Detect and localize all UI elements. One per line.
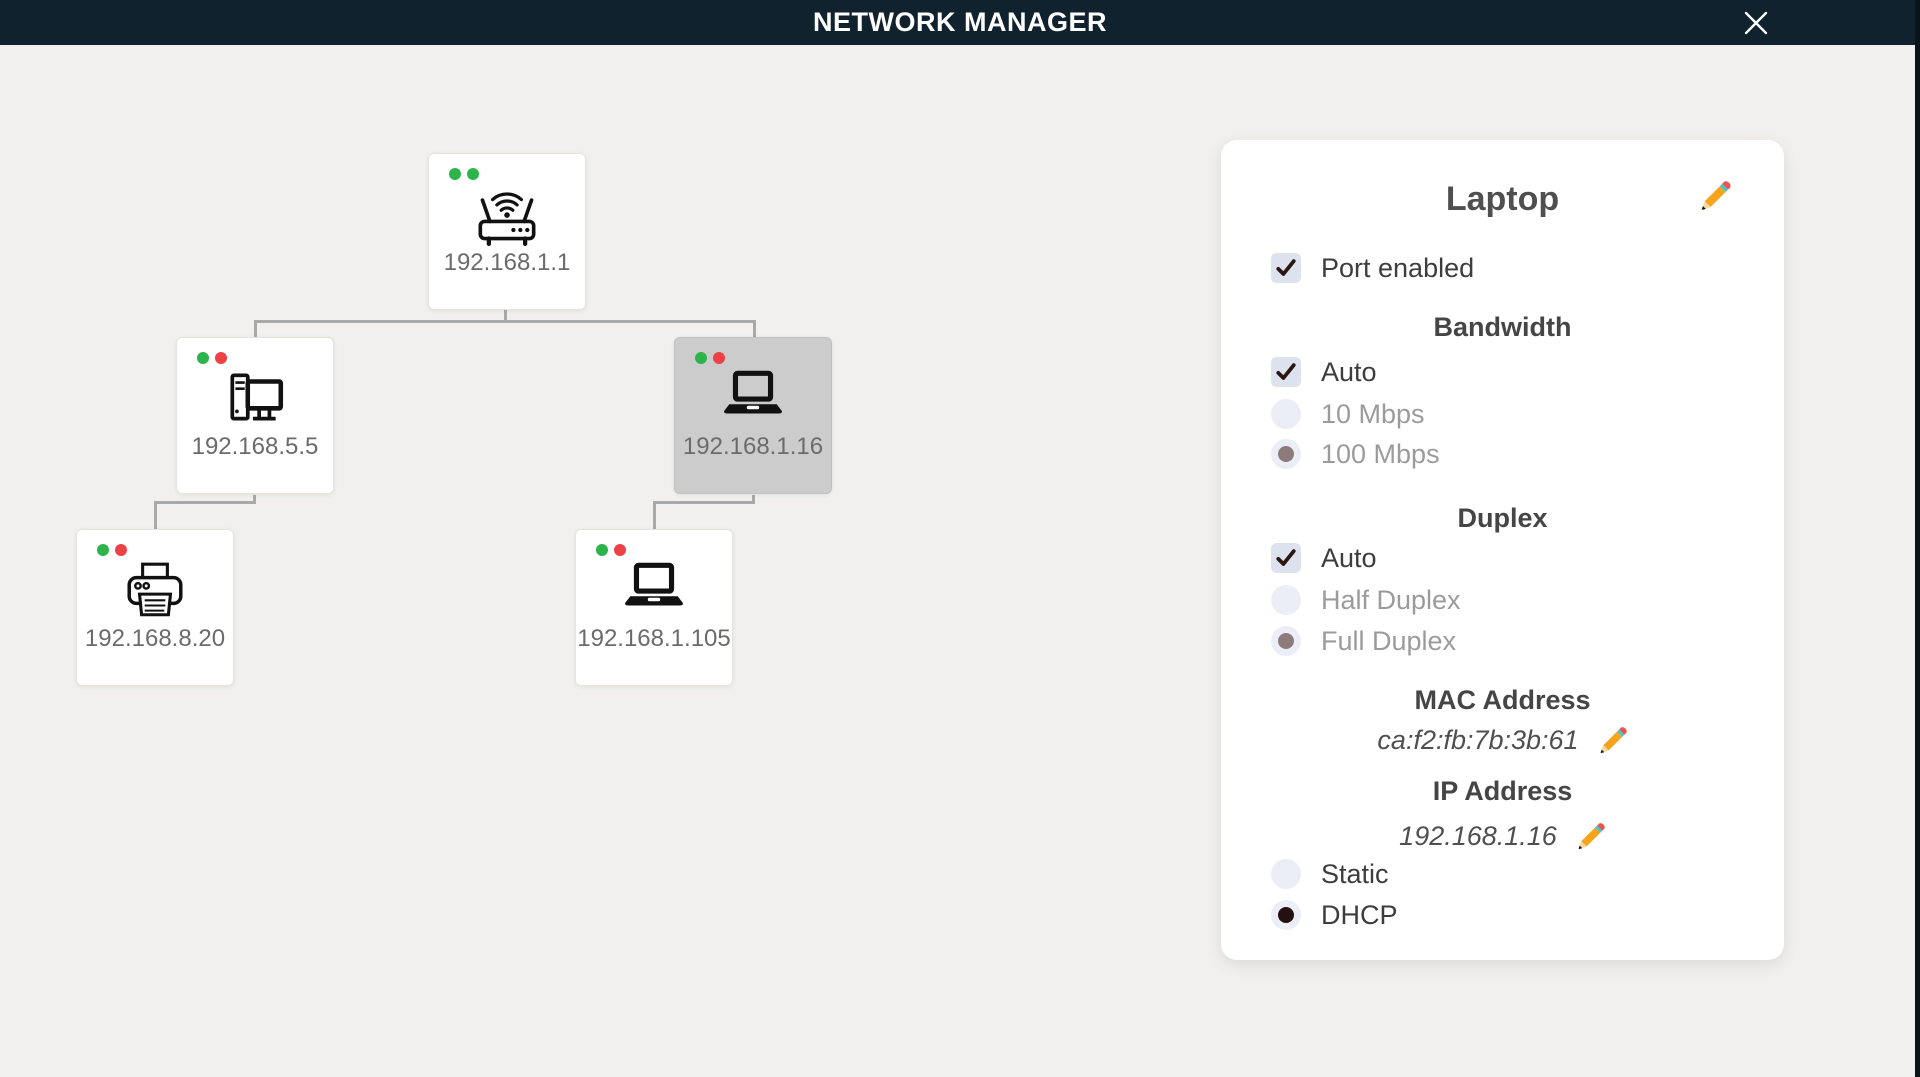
- bandwidth-10-row: 10 Mbps: [1271, 397, 1744, 431]
- port-enabled-label[interactable]: Port enabled: [1321, 252, 1475, 283]
- connector-line: [253, 495, 256, 504]
- edit-mac-pencil-icon[interactable]: [1599, 726, 1628, 755]
- bandwidth-auto-checkbox[interactable]: [1271, 357, 1301, 387]
- bandwidth-auto-label[interactable]: Auto: [1321, 356, 1377, 387]
- led-indicator: [449, 168, 461, 180]
- port-enabled-checkbox[interactable]: [1271, 253, 1301, 283]
- mac-heading: MAC Address: [1414, 684, 1591, 715]
- laptop-icon: [576, 558, 732, 618]
- connector-line: [653, 501, 656, 529]
- node-ip: 192.168.8.20: [84, 625, 226, 652]
- ip-static-radio[interactable]: [1271, 859, 1301, 889]
- edit-ip-pencil-icon[interactable]: [1577, 822, 1606, 851]
- status-leds: [596, 544, 626, 556]
- led-indicator: [713, 352, 725, 364]
- status-leds: [97, 544, 127, 556]
- ip-value: 192.168.1.16: [1399, 820, 1557, 851]
- connector-line: [254, 320, 257, 337]
- connector-line: [752, 495, 755, 504]
- bandwidth-10-label[interactable]: 10 Mbps: [1321, 398, 1425, 429]
- led-indicator: [614, 544, 626, 556]
- device-settings-panel: Laptop Port enabled Bandwidth Auto 10 Mb…: [1221, 140, 1784, 960]
- node-ip: 192.168.5.5: [191, 433, 319, 460]
- bandwidth-100-label[interactable]: 100 Mbps: [1321, 438, 1440, 469]
- port-enabled-row: Port enabled: [1271, 251, 1744, 285]
- edit-name-pencil-icon[interactable]: [1700, 180, 1732, 212]
- node-laptop-2[interactable]: 192.168.1.105: [575, 529, 733, 686]
- duplex-half-row: Half Duplex: [1271, 583, 1744, 617]
- duplex-full-label[interactable]: Full Duplex: [1321, 625, 1457, 656]
- led-indicator: [215, 352, 227, 364]
- connector-line: [154, 501, 256, 504]
- ip-dhcp-label[interactable]: DHCP: [1321, 899, 1398, 930]
- duplex-auto-checkbox[interactable]: [1271, 543, 1301, 573]
- duplex-half-radio[interactable]: [1271, 585, 1301, 615]
- laptop-icon: [675, 366, 831, 426]
- ip-dhcp-radio[interactable]: [1271, 900, 1301, 930]
- duplex-half-label[interactable]: Half Duplex: [1321, 584, 1461, 615]
- node-desktop[interactable]: 192.168.5.5: [176, 337, 334, 494]
- duplex-heading: Duplex: [1457, 502, 1548, 533]
- node-ip: 192.168.1.16: [682, 433, 824, 460]
- led-indicator: [197, 352, 209, 364]
- ip-value-row: 192.168.1.16: [1221, 819, 1784, 853]
- ip-heading: IP Address: [1432, 775, 1573, 806]
- mac-value: ca:f2:fb:7b:3b:61: [1377, 724, 1579, 755]
- node-router[interactable]: 192.168.1.1: [428, 153, 586, 310]
- close-icon[interactable]: [1740, 7, 1772, 39]
- node-printer[interactable]: 192.168.8.20: [76, 529, 234, 686]
- duplex-auto-label[interactable]: Auto: [1321, 542, 1377, 573]
- led-indicator: [596, 544, 608, 556]
- ip-static-row: Static: [1271, 857, 1744, 891]
- titlebar: NETWORK MANAGER: [0, 0, 1920, 45]
- node-ip: 192.168.1.1: [443, 249, 571, 276]
- printer-icon: [77, 558, 233, 622]
- led-indicator: [115, 544, 127, 556]
- connector-line: [753, 320, 756, 337]
- led-indicator: [467, 168, 479, 180]
- ip-static-label[interactable]: Static: [1321, 858, 1389, 889]
- node-laptop-selected[interactable]: 192.168.1.16: [674, 337, 832, 494]
- status-leds: [197, 352, 227, 364]
- duplex-auto-row: Auto: [1271, 541, 1744, 575]
- bandwidth-100-row: 100 Mbps: [1271, 437, 1744, 471]
- status-leds: [449, 168, 479, 180]
- connector-line: [154, 501, 157, 529]
- status-leds: [695, 352, 725, 364]
- panel-title: Laptop: [1445, 179, 1560, 218]
- connector-line: [254, 320, 756, 323]
- bandwidth-10-radio[interactable]: [1271, 399, 1301, 429]
- ip-dhcp-row: DHCP: [1271, 898, 1744, 932]
- connector-line: [504, 310, 507, 323]
- router-icon: [429, 182, 585, 246]
- window-edge: [1915, 0, 1920, 1077]
- duplex-full-row: Full Duplex: [1271, 624, 1744, 658]
- bandwidth-auto-row: Auto: [1271, 355, 1744, 389]
- node-ip: 192.168.1.105: [577, 625, 731, 652]
- duplex-full-radio[interactable]: [1271, 626, 1301, 656]
- bandwidth-heading: Bandwidth: [1433, 311, 1572, 342]
- mac-value-row: ca:f2:fb:7b:3b:61: [1221, 723, 1784, 757]
- app-title: NETWORK MANAGER: [813, 7, 1107, 37]
- connector-line: [653, 501, 755, 504]
- desktop-icon: [177, 366, 333, 430]
- led-indicator: [97, 544, 109, 556]
- led-indicator: [695, 352, 707, 364]
- bandwidth-100-radio[interactable]: [1271, 439, 1301, 469]
